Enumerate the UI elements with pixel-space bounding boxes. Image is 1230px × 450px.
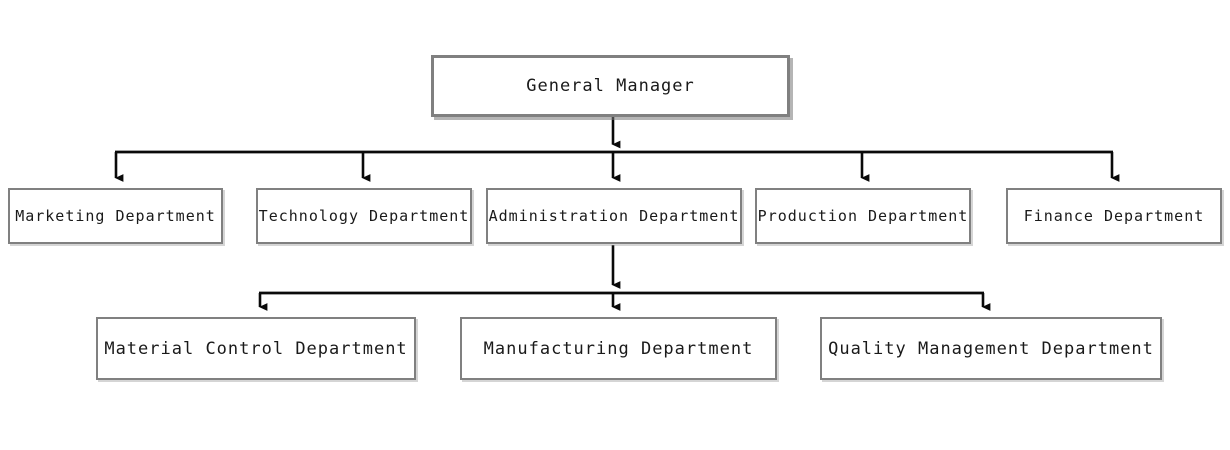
node-marketing-department[interactable]: Marketing Department bbox=[8, 188, 223, 244]
node-material-control-department[interactable]: Material Control Department bbox=[96, 317, 416, 380]
node-production-department[interactable]: Production Department bbox=[755, 188, 971, 244]
node-label: Finance Department bbox=[1023, 207, 1205, 225]
node-technology-department[interactable]: Technology Department bbox=[256, 188, 472, 244]
node-finance-department[interactable]: Finance Department bbox=[1006, 188, 1222, 244]
node-label: Material Control Department bbox=[104, 338, 408, 359]
node-label: Manufacturing Department bbox=[483, 338, 754, 359]
node-label: Marketing Department bbox=[15, 207, 216, 225]
node-label: Production Department bbox=[757, 207, 969, 225]
node-quality-management-department[interactable]: Quality Management Department bbox=[820, 317, 1162, 380]
node-manufacturing-department[interactable]: Manufacturing Department bbox=[460, 317, 777, 380]
node-label: Administration Department bbox=[488, 207, 740, 225]
node-general-manager[interactable]: General Manager bbox=[431, 55, 790, 117]
node-label: Quality Management Department bbox=[828, 338, 1154, 359]
node-label: General Manager bbox=[526, 76, 695, 96]
node-label: Technology Department bbox=[258, 207, 470, 225]
node-administration-department[interactable]: Administration Department bbox=[486, 188, 742, 244]
